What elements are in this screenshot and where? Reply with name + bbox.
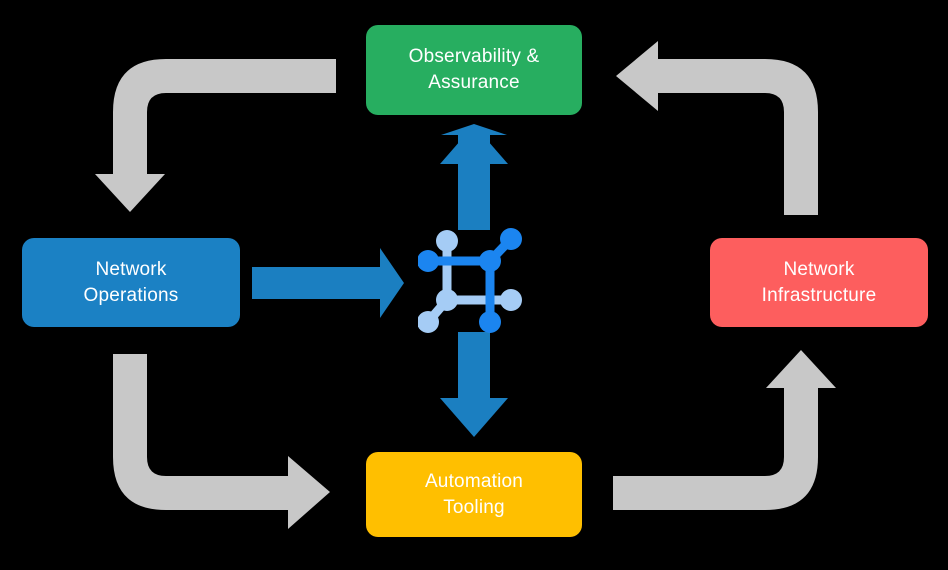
hub-node-light-bottomleft: [418, 311, 439, 333]
hub-node-dark-bottom: [479, 311, 501, 333]
arrowhead-hub-to-automation: [440, 398, 508, 437]
arrow-observability-to-operations: [95, 59, 336, 212]
hub-node-dark-topright: [500, 228, 522, 250]
hub-node-light-top: [436, 230, 458, 252]
hub-node-dark-center: [479, 250, 501, 272]
arrow-infrastructure-to-observability: [616, 41, 818, 215]
node-network-operations[interactable]: Network Operations: [22, 238, 240, 327]
hub-node-light-center: [436, 289, 458, 311]
node-observability-assurance[interactable]: Observability & Assurance: [366, 25, 582, 115]
node-automation-tooling[interactable]: Automation Tooling: [366, 452, 582, 537]
arrow-shaft-hub-to-automation: [458, 332, 490, 402]
hub-node-dark-left: [418, 250, 439, 272]
arrow-hub-to-observability: [441, 124, 507, 222]
arrow-operations-to-automation: [113, 354, 330, 529]
arrowhead-hub-to-observability: [440, 125, 508, 164]
hub-node-light-right: [500, 289, 522, 311]
arrow-automation-to-infrastructure: [613, 350, 836, 510]
arrow-shaft-hub-to-observability: [458, 160, 490, 230]
node-network-infrastructure[interactable]: Network Infrastructure: [710, 238, 928, 327]
network-topology-icon: [418, 228, 522, 333]
arrow-operations-to-hub: [252, 248, 404, 318]
